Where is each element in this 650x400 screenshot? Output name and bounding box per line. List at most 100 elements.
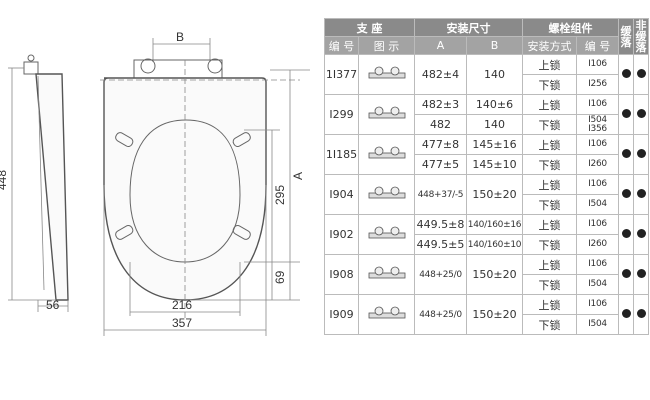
install-method: 上锁 <box>522 94 577 115</box>
dimension-295: 295 <box>273 185 287 205</box>
install-method: 上锁 <box>522 294 577 315</box>
front-view <box>100 38 310 336</box>
spec-table: 支 座 安装尺寸 螺栓组件 缓落 非缓落 编 号 图 示 A B 安装方式 编 … <box>324 18 649 335</box>
side-view <box>8 54 69 312</box>
slow-drop-mark <box>618 94 634 135</box>
install-method: 下锁 <box>522 154 577 175</box>
subheader-install-method: 安装方式 <box>522 36 577 55</box>
install-method: 上锁 <box>522 174 577 195</box>
subheader-b: B <box>466 36 523 55</box>
install-method: 下锁 <box>522 274 577 295</box>
bracket-image <box>358 54 415 95</box>
filled-dot-icon <box>621 149 631 158</box>
filled-dot-icon <box>621 109 631 118</box>
product-code: I908 <box>324 254 359 295</box>
bracket-image <box>358 134 415 175</box>
non-slow-drop-mark <box>633 54 649 95</box>
bracket-image <box>358 214 415 255</box>
non-slow-drop-mark <box>633 174 649 215</box>
size-b: 150±20 <box>466 254 523 295</box>
bolt-code: I106 <box>576 174 619 195</box>
filled-dot-icon <box>636 269 646 278</box>
size-a: 482±3 <box>414 94 467 115</box>
slow-drop-mark <box>618 254 634 295</box>
slow-drop-mark <box>618 134 634 175</box>
size-b: 140±6 <box>466 94 523 115</box>
bolt-code: I106 <box>576 294 619 315</box>
bolt-code: I106 <box>576 54 619 75</box>
filled-dot-icon <box>636 109 646 118</box>
install-method: 上锁 <box>522 254 577 275</box>
bolt-code: I106 <box>576 134 619 155</box>
bolt-code: I106 <box>576 94 619 115</box>
install-method: 下锁 <box>522 194 577 215</box>
size-a: 448+37/-5 <box>414 174 467 215</box>
install-method: 下锁 <box>522 314 577 335</box>
size-a: 448+25/0 <box>414 254 467 295</box>
size-a: 449.5±8 <box>414 214 467 235</box>
dimension-A: A <box>291 172 305 180</box>
dimension-B: B <box>176 30 184 44</box>
filled-dot-icon <box>621 229 631 238</box>
bolt-code: I106 <box>576 254 619 275</box>
size-b: 140 <box>466 114 523 135</box>
non-slow-drop-mark <box>633 94 649 135</box>
slow-drop-mark <box>618 174 634 215</box>
bracket-image <box>358 294 415 335</box>
product-code: I299 <box>324 94 359 135</box>
seat-technical-drawing: 448 56 B A 295 69 216 357 <box>0 30 310 336</box>
size-b: 145±10 <box>466 154 523 175</box>
filled-dot-icon <box>636 149 646 158</box>
subheader-image: 图 示 <box>358 36 415 55</box>
product-code: I909 <box>324 294 359 335</box>
dimension-56: 56 <box>46 298 60 312</box>
filled-dot-icon <box>636 229 646 238</box>
size-a: 482 <box>414 114 467 135</box>
non-slow-drop-mark <box>633 214 649 255</box>
install-method: 下锁 <box>522 234 577 255</box>
non-slow-drop-mark <box>633 254 649 295</box>
dimension-448: 448 <box>0 170 9 190</box>
size-b: 150±20 <box>466 294 523 335</box>
bolt-code: I260 <box>576 234 619 255</box>
size-b: 150±20 <box>466 174 523 215</box>
bolt-code: I106 <box>576 214 619 235</box>
header-install-size: 安装尺寸 <box>414 18 523 37</box>
dimension-357: 357 <box>172 316 192 330</box>
product-code: I902 <box>324 214 359 255</box>
subheader-code: 编 号 <box>324 36 359 55</box>
non-slow-drop-mark <box>633 294 649 335</box>
bracket-image <box>358 174 415 215</box>
subheader-a: A <box>414 36 467 55</box>
install-method: 下锁 <box>522 74 577 95</box>
product-code: 1I377 <box>324 54 359 95</box>
slow-drop-mark <box>618 214 634 255</box>
install-method: 上锁 <box>522 214 577 235</box>
product-code: 1I185 <box>324 134 359 175</box>
header-slow-drop: 缓落 <box>618 18 634 55</box>
product-code: I904 <box>324 174 359 215</box>
header-non-slow-drop: 非缓落 <box>633 18 649 55</box>
bolt-code: I256 <box>576 74 619 95</box>
bolt-code: I260 <box>576 154 619 175</box>
size-b: 140/160±16 <box>466 214 523 235</box>
size-a: 477±8 <box>414 134 467 155</box>
slow-drop-mark <box>618 294 634 335</box>
non-slow-drop-mark <box>633 134 649 175</box>
size-b: 140/160±10 <box>466 234 523 255</box>
size-a: 448+25/0 <box>414 294 467 335</box>
bracket-image <box>358 94 415 135</box>
dimension-216: 216 <box>172 298 192 312</box>
header-bracket: 支 座 <box>324 18 415 37</box>
